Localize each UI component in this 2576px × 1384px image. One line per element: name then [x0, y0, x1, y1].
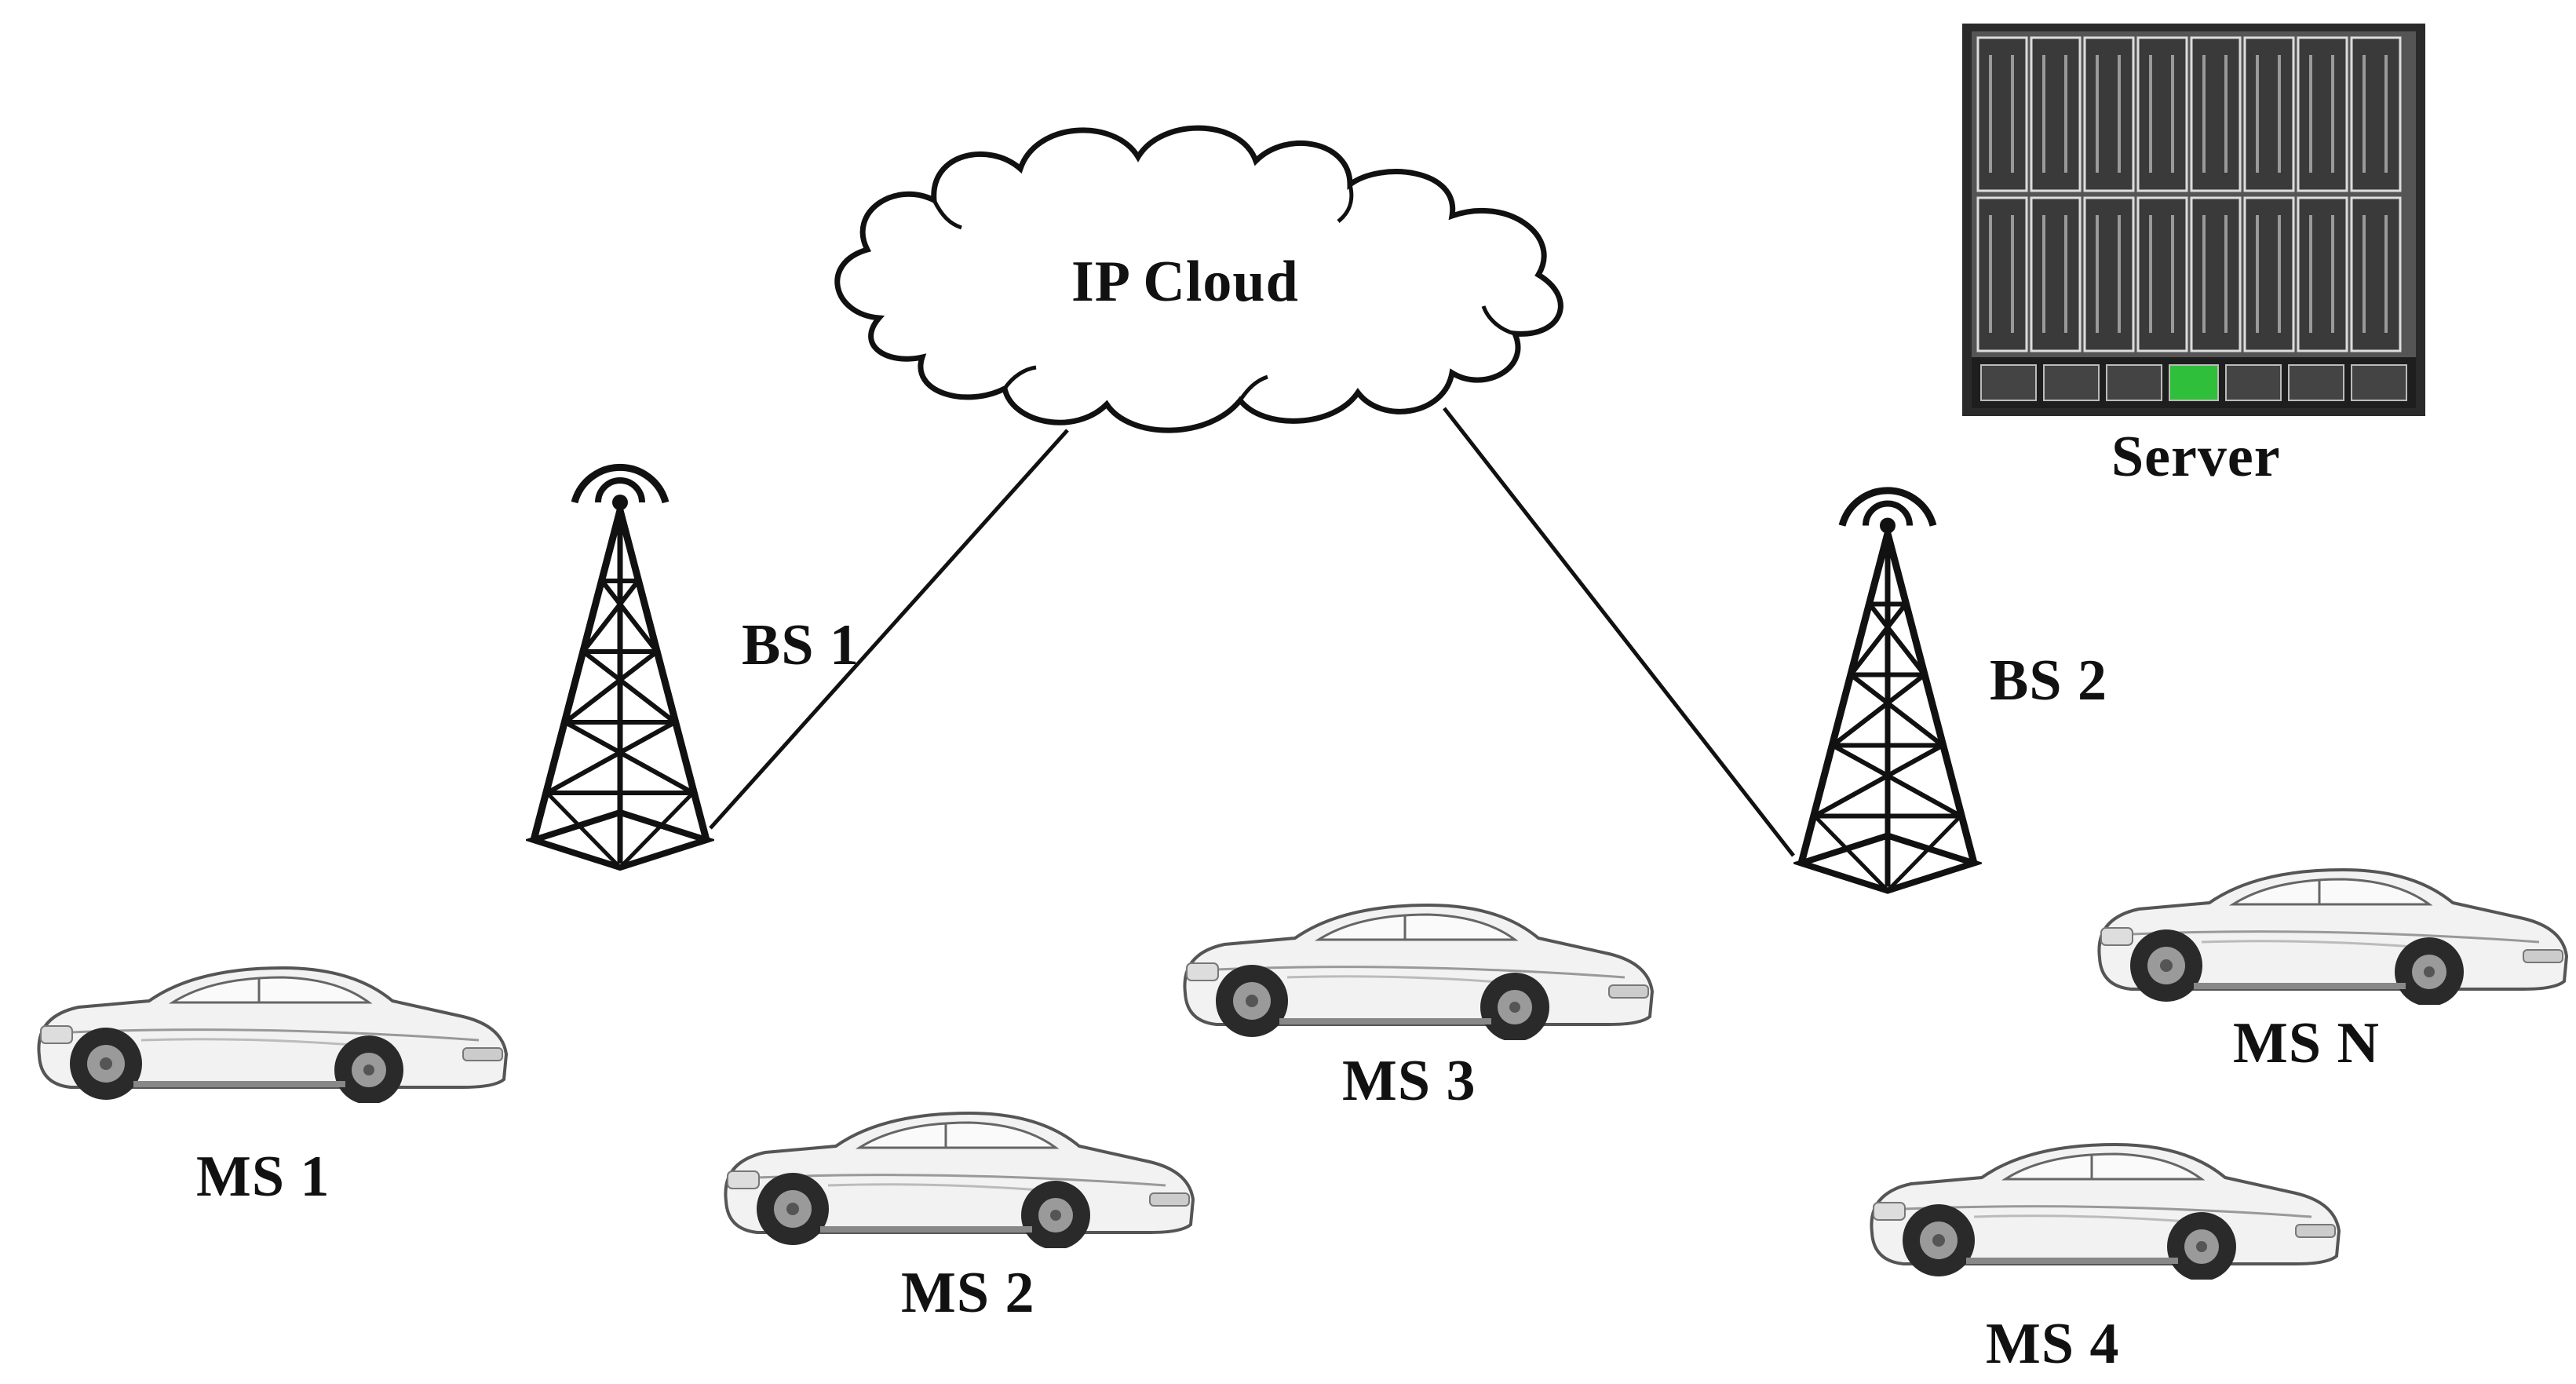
ms2-label: MS 2: [901, 1261, 1035, 1325]
link-bs2-cloud: [1443, 407, 1795, 857]
server-label: Server: [2111, 425, 2281, 489]
ms2-car-icon: [724, 1112, 1195, 1248]
ms1-label: MS 1: [196, 1145, 330, 1209]
link-bs1-cloud: [709, 429, 1069, 830]
ip-cloud: [834, 125, 1563, 433]
bs2-label: BS 2: [1990, 648, 2108, 713]
ms3-car-icon: [1183, 904, 1654, 1040]
bs2-tower-icon: [1801, 491, 1974, 891]
server-rack-icon: [1962, 24, 2425, 416]
bs1-tower-icon: [534, 467, 706, 867]
ms3-label: MS 3: [1342, 1049, 1476, 1113]
bs1-label: BS 1: [742, 613, 860, 677]
ms1-car-icon: [37, 966, 508, 1103]
ms4-car-icon: [1870, 1143, 2341, 1280]
msn-car-icon: [2097, 868, 2568, 1005]
ms4-label: MS 4: [1986, 1312, 2120, 1376]
msn-label: MS N: [2233, 1011, 2380, 1075]
cloud-label: IP Cloud: [1071, 250, 1299, 314]
